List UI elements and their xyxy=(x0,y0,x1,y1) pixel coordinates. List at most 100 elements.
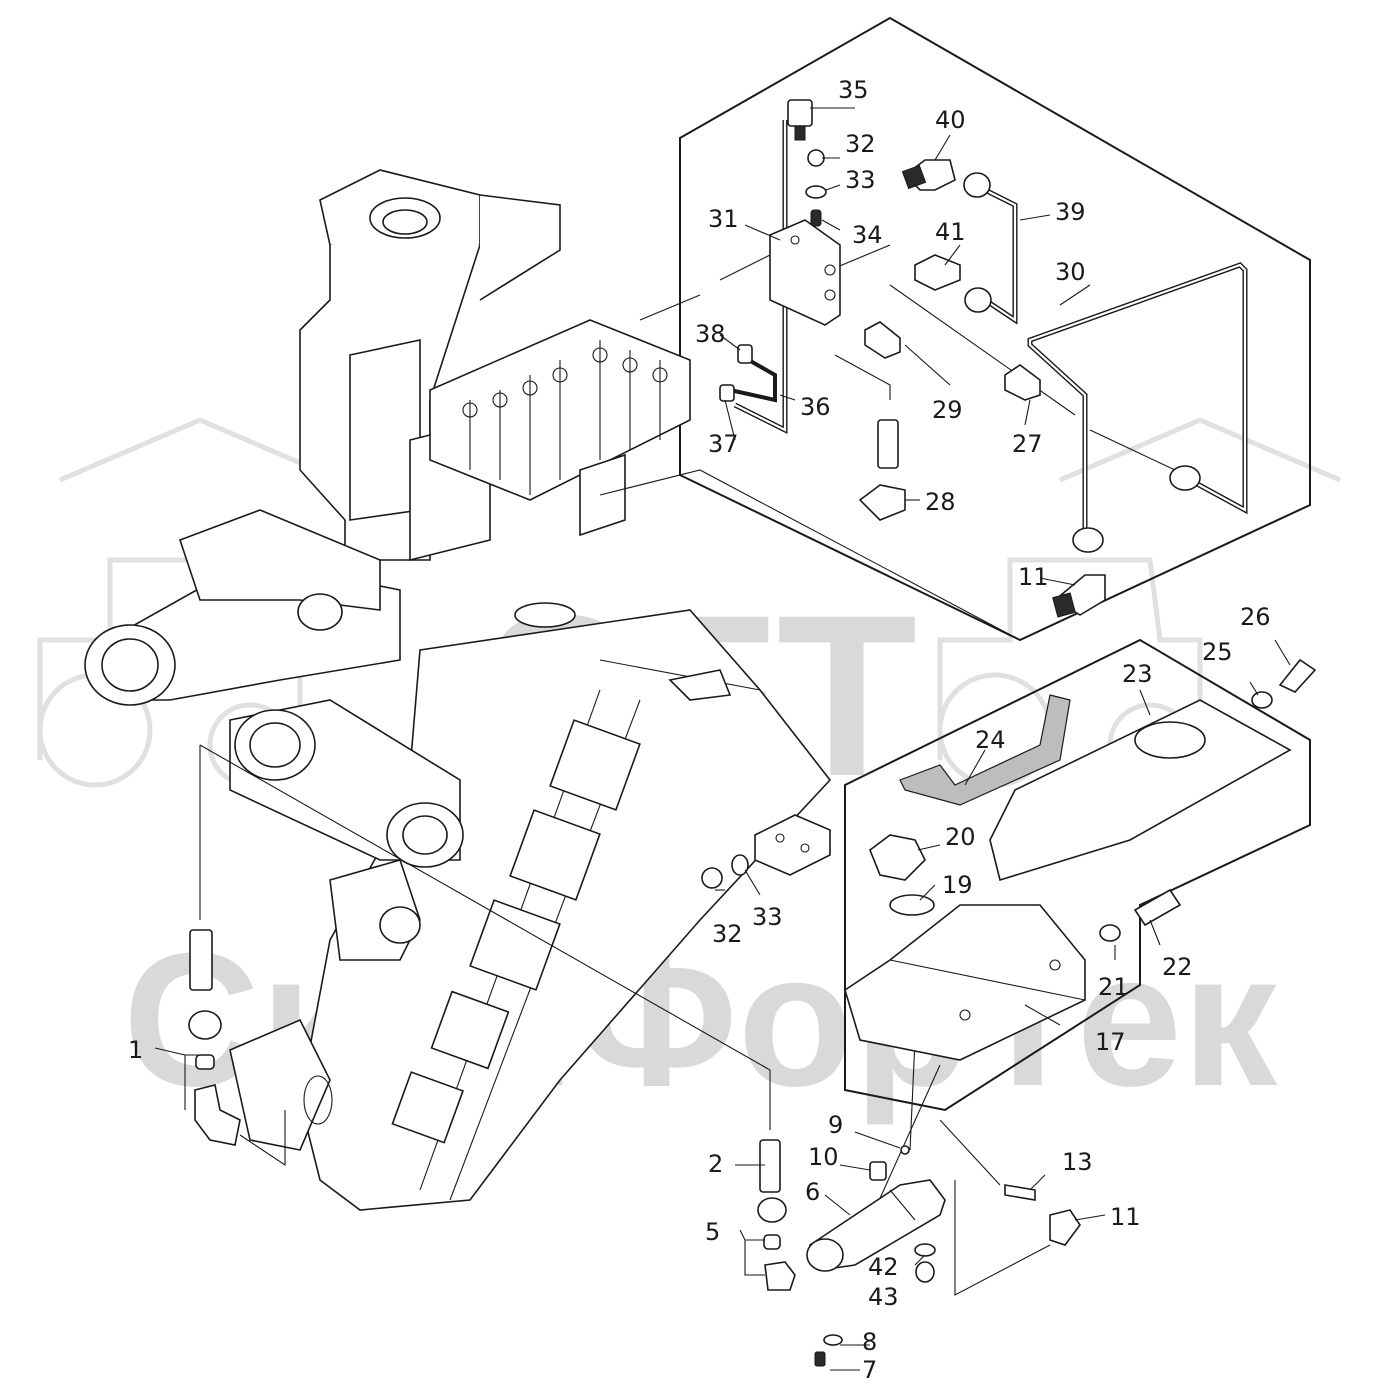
washer-21-part xyxy=(1099,924,1121,942)
callout-28: 28 xyxy=(925,488,956,516)
callout-22: 22 xyxy=(1162,953,1193,981)
callout-2: 2 xyxy=(708,1150,723,1178)
bolt-22-part xyxy=(1133,888,1182,927)
nut-1-part xyxy=(188,1010,222,1040)
callout-11-lower: 11 xyxy=(1110,1203,1141,1231)
callout-43: 43 xyxy=(868,1283,899,1311)
nut-30a-part xyxy=(1072,527,1104,553)
frame-beam xyxy=(299,602,832,1211)
adapter-41-part xyxy=(914,254,961,291)
callout-9: 9 xyxy=(828,1111,843,1139)
callout-33-upper: 33 xyxy=(845,166,876,194)
pipe-30 xyxy=(1027,262,1248,535)
callout-32-lower: 32 xyxy=(712,920,743,948)
callout-13: 13 xyxy=(1062,1148,1093,1176)
fitting-37-part xyxy=(719,384,735,402)
nut-39b-part xyxy=(964,287,992,313)
oring-8-part xyxy=(823,1334,843,1346)
callout-33-lower: 33 xyxy=(752,903,783,931)
ball-9-part xyxy=(900,1145,910,1155)
breather-20-part xyxy=(869,834,926,881)
callout-8: 8 xyxy=(862,1328,877,1356)
pipe-38 xyxy=(729,353,777,403)
cover-23-part xyxy=(989,699,1292,882)
nut-39a-part xyxy=(963,172,991,198)
callout-32-upper: 32 xyxy=(845,130,876,158)
callout-5: 5 xyxy=(705,1218,720,1246)
parts-valve-inset xyxy=(719,99,1201,618)
callout-41: 41 xyxy=(935,218,966,246)
lift-arm xyxy=(84,509,401,706)
callout-1: 1 xyxy=(128,1036,143,1064)
callout-labels: 1 2 5 6 7 8 9 10 11 11 13 17 19 20 21 22… xyxy=(128,76,1271,1384)
fitting-38-part xyxy=(737,344,753,364)
hose-end-13-part xyxy=(1004,1184,1036,1201)
callout-20: 20 xyxy=(945,823,976,851)
washer-25-part xyxy=(1251,691,1273,709)
callout-25: 25 xyxy=(1202,638,1233,666)
elbow-1-part xyxy=(194,1084,241,1146)
callout-19: 19 xyxy=(942,871,973,899)
nut-5-part xyxy=(757,1197,787,1223)
callout-36: 36 xyxy=(800,393,831,421)
callout-6: 6 xyxy=(805,1178,820,1206)
callout-39: 39 xyxy=(1055,198,1086,226)
leader-lines xyxy=(199,244,1176,1296)
inset-boundary-cover-group xyxy=(844,638,1311,1112)
cover-17-part xyxy=(844,904,1086,1061)
gasket-24-part xyxy=(899,694,1071,806)
callout-10: 10 xyxy=(808,1143,839,1171)
callout-17: 17 xyxy=(1095,1028,1126,1056)
bolt-26-part xyxy=(1278,658,1317,693)
elbow-5-part xyxy=(764,1261,796,1291)
plug-32-part xyxy=(807,149,825,167)
insert-34-part xyxy=(810,209,822,227)
crossbar xyxy=(229,699,464,1151)
sleeve-5-part xyxy=(763,1234,781,1250)
callout-37: 37 xyxy=(708,430,739,458)
cover-group xyxy=(844,658,1317,1061)
main-housing xyxy=(299,169,691,562)
callout-ticks xyxy=(154,107,1291,1371)
fitting-stack-5 xyxy=(757,1139,796,1291)
valve-block-31-part xyxy=(769,219,841,326)
hose-end-1-part xyxy=(189,929,213,991)
fitting-35-part xyxy=(787,99,813,127)
valve-block-stack xyxy=(429,319,691,537)
callout-27: 27 xyxy=(1012,430,1043,458)
callout-21: 21 xyxy=(1098,973,1129,1001)
callout-35: 35 xyxy=(838,76,869,104)
plug-32b-part xyxy=(701,867,723,889)
hose-end-2-part xyxy=(759,1139,781,1193)
inset-boundary-valve-group xyxy=(679,16,1311,642)
plug-43-part xyxy=(915,1261,935,1283)
adapter-27-part xyxy=(1004,364,1041,401)
callout-11-upper: 11 xyxy=(1018,563,1049,591)
elbow-11b-part xyxy=(1049,1209,1081,1246)
callout-23: 23 xyxy=(1122,660,1153,688)
callout-42: 42 xyxy=(868,1253,899,1281)
oring-42-part xyxy=(914,1243,936,1257)
nut-30b-part xyxy=(1169,465,1201,491)
hose-end-28a-part xyxy=(877,419,899,469)
elbow-28-part xyxy=(858,484,906,521)
callout-38: 38 xyxy=(695,320,726,348)
seal-33b-part xyxy=(731,854,749,876)
seal-33-part xyxy=(805,185,827,199)
callout-30: 30 xyxy=(1055,258,1086,286)
oring-19-part xyxy=(889,894,935,916)
sleeve-1-part xyxy=(195,1054,215,1070)
adapter-29-part xyxy=(864,321,901,359)
fitting-stack-1 xyxy=(188,929,241,1146)
distributor-block xyxy=(701,814,831,889)
callout-40: 40 xyxy=(935,106,966,134)
callout-26: 26 xyxy=(1240,603,1271,631)
cylinder-6 xyxy=(806,1145,1081,1367)
callout-31: 31 xyxy=(708,205,739,233)
callout-24: 24 xyxy=(975,726,1006,754)
callout-7: 7 xyxy=(862,1356,877,1384)
callout-29: 29 xyxy=(932,396,963,424)
screw-7-part xyxy=(814,1351,826,1367)
insert-10-part xyxy=(869,1161,887,1181)
